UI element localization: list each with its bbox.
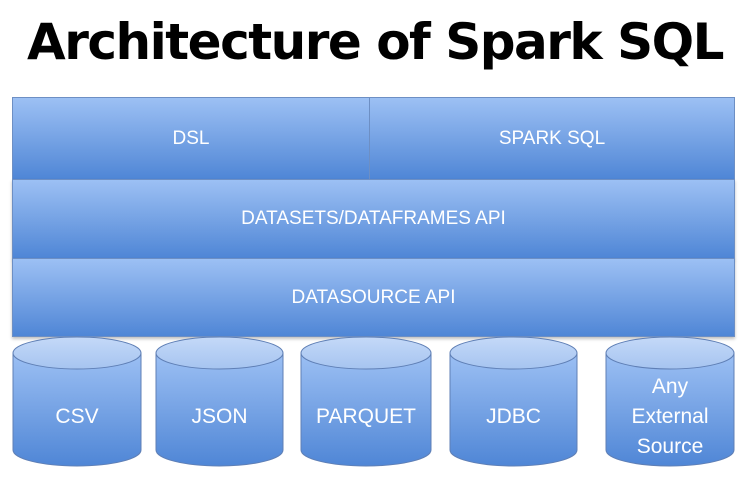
layer-datasource-api: DATASOURCE API — [12, 258, 735, 337]
layer-datasource-label: DATASOURCE API — [291, 286, 456, 308]
layer-dsl-label: DSL — [172, 127, 210, 149]
layer-dsl: DSL — [12, 97, 370, 180]
layer-datasets-label: DATASETS/DATAFRAMES API — [241, 208, 506, 229]
datasource-cylinder: PARQUET — [300, 336, 432, 468]
datasource-cylinder: Any External Source — [605, 336, 735, 468]
layer-spark-sql: SPARK SQL — [369, 97, 735, 180]
diagram-title: Architecture of Spark SQL — [27, 13, 724, 71]
datasource-label: JSON — [191, 405, 248, 428]
datasource-cylinder: JDBC — [449, 336, 578, 468]
cylinder-shape — [155, 336, 284, 467]
datasource-label: CSV — [55, 405, 99, 428]
datasource-cylinder: JSON — [155, 336, 284, 468]
datasource-cylinder: CSV — [12, 336, 142, 468]
cylinder-shape — [449, 336, 578, 467]
datasource-label: Any External Source — [631, 375, 709, 458]
datasource-label: JDBC — [486, 405, 541, 428]
layer-spark-sql-label: SPARK SQL — [498, 127, 606, 149]
layer-datasets-dataframes-api: DATASETS/DATAFRAMES API — [12, 179, 735, 259]
cylinder-shape — [300, 336, 432, 467]
cylinder-shape — [12, 336, 142, 467]
cylinder-shape — [605, 336, 735, 467]
datasource-label: PARQUET — [316, 405, 416, 428]
